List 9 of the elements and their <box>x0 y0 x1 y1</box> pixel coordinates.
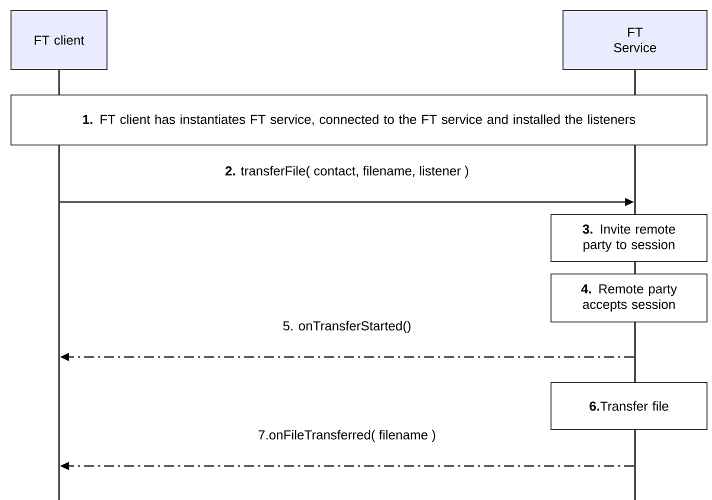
step-box: 1. FT client has instantiates FT service, connected to the FT service and installed the listeners <box>10 94 708 146</box>
step-box: 4. Remote party accepts session <box>550 274 708 322</box>
step-box: 6.Transfer file <box>550 382 708 430</box>
message-label: 2. transferFile( contact, filename, listener ) <box>224 164 470 180</box>
actor-box: FT client <box>10 10 108 70</box>
actor-box: FT Service <box>562 10 708 70</box>
step-box: 3. Invite remote party to session <box>550 214 708 262</box>
message-label: 5. onTransferStarted() <box>282 320 412 334</box>
message-label: 7.onFileTransferred( filename ) <box>257 428 437 444</box>
